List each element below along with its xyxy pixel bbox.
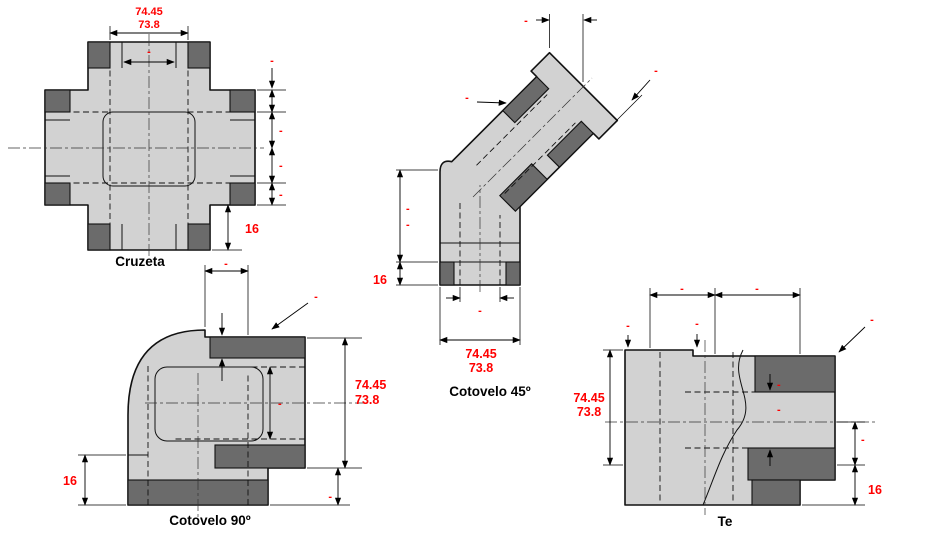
cotovelo-45-dim-dash-6: - <box>478 305 482 317</box>
cotovelo-45-body <box>439 51 619 292</box>
cotovelo-90-dim-inner: 73.8 <box>355 393 379 407</box>
cotovelo-45-dim-dash-1: - <box>524 15 528 27</box>
cotovelo-45-dim-inner: 73.8 <box>469 361 493 375</box>
cruzeta-dimensions: 74.45 73.8 - - - - - 16 <box>109 6 286 251</box>
te-dim-dash-2: - <box>755 283 759 295</box>
te-dimensions: - - - - - 74.45 73.8 - - - 16 <box>573 283 882 506</box>
te-dim-dash-3: - <box>870 314 874 326</box>
cotovelo-45-dim-dash-2: - <box>654 65 658 77</box>
cruzeta-dim-dash-4: - <box>279 160 283 172</box>
te-dim-dash-5: - <box>695 318 699 330</box>
cruzeta-dim-dash-2: - <box>270 55 274 67</box>
cotovelo-45-dimensions: - - - - - 16 - 74.45 73.8 <box>373 14 658 375</box>
te-dim-thread-depth: 16 <box>868 483 882 497</box>
te-dim-dash-6: - <box>777 379 781 391</box>
cotovelo-90-dim-dash-2: - <box>314 291 318 303</box>
te-drawing: - - - - - 74.45 73.8 - - - 16 Te <box>573 283 882 529</box>
te-dim-dash-4: - <box>626 320 630 332</box>
cotovelo-45-dim-thread-depth: 16 <box>373 273 387 287</box>
cruzeta-outline <box>44 41 256 251</box>
te-break-line <box>702 349 747 506</box>
cotovelo-90-label: Cotovelo 90º <box>169 513 251 528</box>
cotovelo-45-drawing: - - - - - 16 - 74.45 73.8 Cotovelo 45º <box>373 14 658 399</box>
cruzeta-dim-outer: 74.45 <box>135 6 163 18</box>
te-dim-inner: 73.8 <box>577 405 601 419</box>
cotovelo-45-section-fills <box>439 75 595 286</box>
cruzeta-dim-dash-5: - <box>279 189 283 201</box>
cotovelo-45-hidden-lines <box>459 94 576 285</box>
cruzeta-body <box>8 34 264 258</box>
cotovelo-45-dim-dash-4: - <box>406 203 410 215</box>
cotovelo-90-hidden-lines <box>147 365 305 505</box>
cruzeta-drawing: 74.45 73.8 - - - - - 16 Cruzeta <box>8 6 286 269</box>
cotovelo-45-dim-dash-3: - <box>465 92 469 104</box>
te-body <box>605 340 875 515</box>
cruzeta-section-fills <box>44 41 256 251</box>
cotovelo-90-dim-thread-depth: 16 <box>63 474 77 488</box>
te-hidden-lines <box>659 352 755 503</box>
te-dim-dash-7: - <box>777 404 781 416</box>
cotovelo-45-centerline-axis <box>472 77 593 198</box>
cruzeta-dim-dash-3: - <box>279 125 283 137</box>
te-dim-dash-8: - <box>861 434 865 446</box>
cotovelo-90-dim-dash-3: - <box>278 398 282 410</box>
cotovelo-90-drawing: - - 74.45 73.8 - 16 - Cotovelo 90º <box>63 258 386 528</box>
cruzeta-label: Cruzeta <box>115 254 165 269</box>
cruzeta-dim-dash-1: - <box>147 46 151 58</box>
cruzeta-dim-thread-depth: 16 <box>245 222 259 236</box>
cotovelo-45-dim-dash-5: - <box>406 219 410 231</box>
cotovelo-45-dim-outer: 74.45 <box>465 347 496 361</box>
cruzeta-dim-inner: 73.8 <box>138 19 159 31</box>
te-label: Te <box>718 514 733 529</box>
cotovelo-90-dim-outer: 74.45 <box>355 378 386 392</box>
te-dim-dash-1: - <box>680 283 684 295</box>
te-dim-outer: 74.45 <box>573 391 604 405</box>
cruzeta-hidden-lines <box>45 42 255 250</box>
cotovelo-90-body <box>127 329 368 521</box>
cotovelo-45-label: Cotovelo 45º <box>449 384 531 399</box>
cotovelo-90-dimensions: - - 74.45 73.8 - 16 - <box>63 258 386 506</box>
cotovelo-90-dim-dash-4: - <box>328 491 332 503</box>
cotovelo-90-dim-dash-1: - <box>224 258 228 270</box>
cruzeta-bore-lines <box>45 42 255 250</box>
